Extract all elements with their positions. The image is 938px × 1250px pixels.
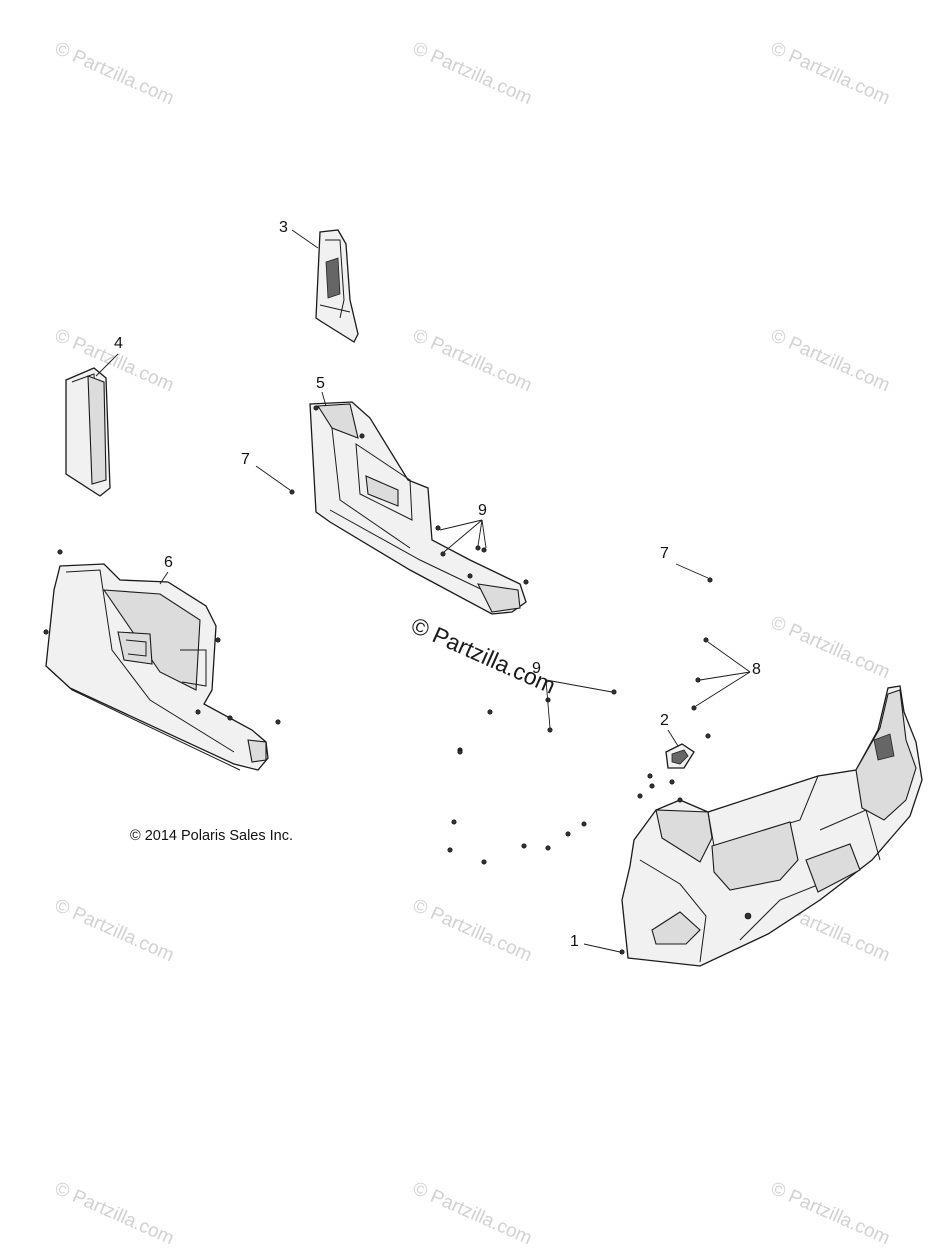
part-5-door-panel [309, 401, 527, 615]
copyright-notice: © 2014 Polaris Sales Inc. [130, 828, 294, 844]
part-3-pillar-trim [315, 229, 359, 343]
part-2-bracket [665, 743, 695, 769]
part-4-pillar-trim [65, 367, 111, 497]
callout-5: 5 [316, 375, 325, 392]
callout-2: 2 [660, 712, 669, 729]
part-1-rear-panel [621, 685, 923, 967]
callout-7: 7 [660, 545, 669, 562]
callout-4: 4 [114, 335, 123, 352]
callout-1: 1 [570, 933, 579, 950]
parts-drawing [43, 229, 923, 967]
callout-6: 6 [164, 554, 173, 571]
part-6-door-panel [45, 563, 269, 771]
callout-3: 3 [279, 219, 288, 236]
leader-lines [95, 229, 751, 953]
callout-8: 8 [752, 661, 761, 678]
callout-9: 9 [478, 502, 487, 519]
callout-7: 7 [241, 451, 250, 468]
callout-9: 9 [532, 660, 541, 677]
fasteners [43, 405, 713, 955]
parts-diagram: © Partzilla.com © Partzilla.com © Partzi… [43, 38, 923, 1249]
